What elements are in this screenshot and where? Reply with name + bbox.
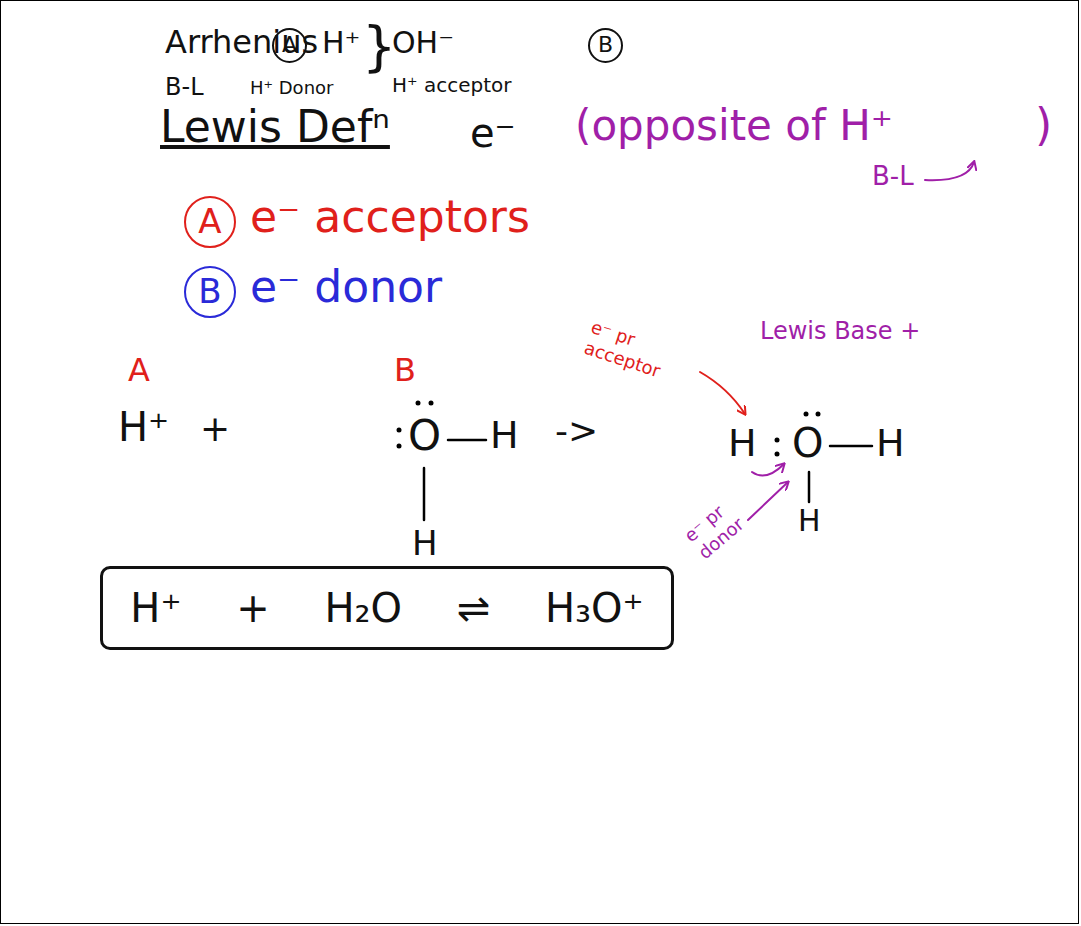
node-text: A: [282, 33, 297, 57]
ion-text: H⁺: [118, 404, 169, 450]
node-text: A: [198, 203, 221, 240]
atom-symbol: H: [728, 422, 757, 466]
node-text: B: [598, 33, 613, 57]
bond-line: [808, 472, 811, 502]
atom-symbol: H: [876, 422, 905, 466]
atom-symbol: H: [412, 524, 438, 563]
bond-line: [423, 468, 426, 520]
definition-text: e⁻ donor: [250, 262, 442, 313]
bracket-text: ): [1035, 100, 1052, 151]
brace-symbol: }: [362, 16, 396, 78]
bond-line: [830, 445, 872, 448]
bond-line: [448, 439, 486, 442]
atom-symbol: O: [408, 412, 441, 460]
operator-text: +: [200, 408, 230, 449]
note-text: H⁺ acceptor: [392, 74, 512, 97]
role-letter: A: [128, 352, 150, 389]
atom-symbol: H: [798, 504, 821, 539]
node-text: H⁺ + H₂O ⇌ H₃O⁺: [130, 586, 643, 630]
definition-text: e⁻ acceptors: [250, 192, 530, 243]
equation-box: H⁺ + H₂O ⇌ H₃O⁺: [100, 566, 674, 650]
atom-symbol: O: [792, 420, 823, 466]
ion-text: H⁺: [322, 26, 360, 61]
electron-arrow: [748, 482, 788, 520]
lone-pair-dot: [804, 412, 809, 417]
node-text: B: [198, 273, 221, 310]
annotation-text: e⁻ pr donor: [680, 485, 761, 563]
lone-pair-dot: [416, 401, 421, 406]
role-letter: B: [394, 352, 416, 389]
ion-text: OH⁻: [392, 26, 454, 61]
circled-letter: A: [184, 196, 236, 248]
electron-symbol: e⁻: [470, 110, 516, 156]
circled-letter: B: [588, 28, 623, 63]
note-text: (opposite of H⁺: [575, 102, 893, 150]
lone-pair-dot: [397, 444, 402, 449]
reaction-arrow: ->: [555, 410, 598, 451]
note-text: B-L: [872, 162, 914, 192]
annotation-text: e⁻ pr acceptor: [582, 316, 681, 385]
heading-text: B-L: [165, 74, 204, 102]
lone-pair-dot: [775, 438, 780, 443]
lone-pair-dot: [397, 428, 402, 433]
section-title: Lewis Defⁿ: [160, 102, 390, 153]
lone-pair-dot: [775, 452, 780, 457]
electron-arrow: [752, 464, 784, 476]
note-text: H⁺ Donor: [250, 78, 333, 99]
pointer-arrow: [700, 372, 745, 414]
lone-pair-dot: [429, 401, 434, 406]
circled-letter: A: [272, 28, 307, 63]
lone-pair-dot: [816, 412, 821, 417]
annotation-text: Lewis Base +: [760, 318, 920, 346]
pointer-arrow: [925, 162, 974, 180]
atom-symbol: H: [490, 414, 519, 458]
circled-letter: B: [184, 266, 236, 318]
